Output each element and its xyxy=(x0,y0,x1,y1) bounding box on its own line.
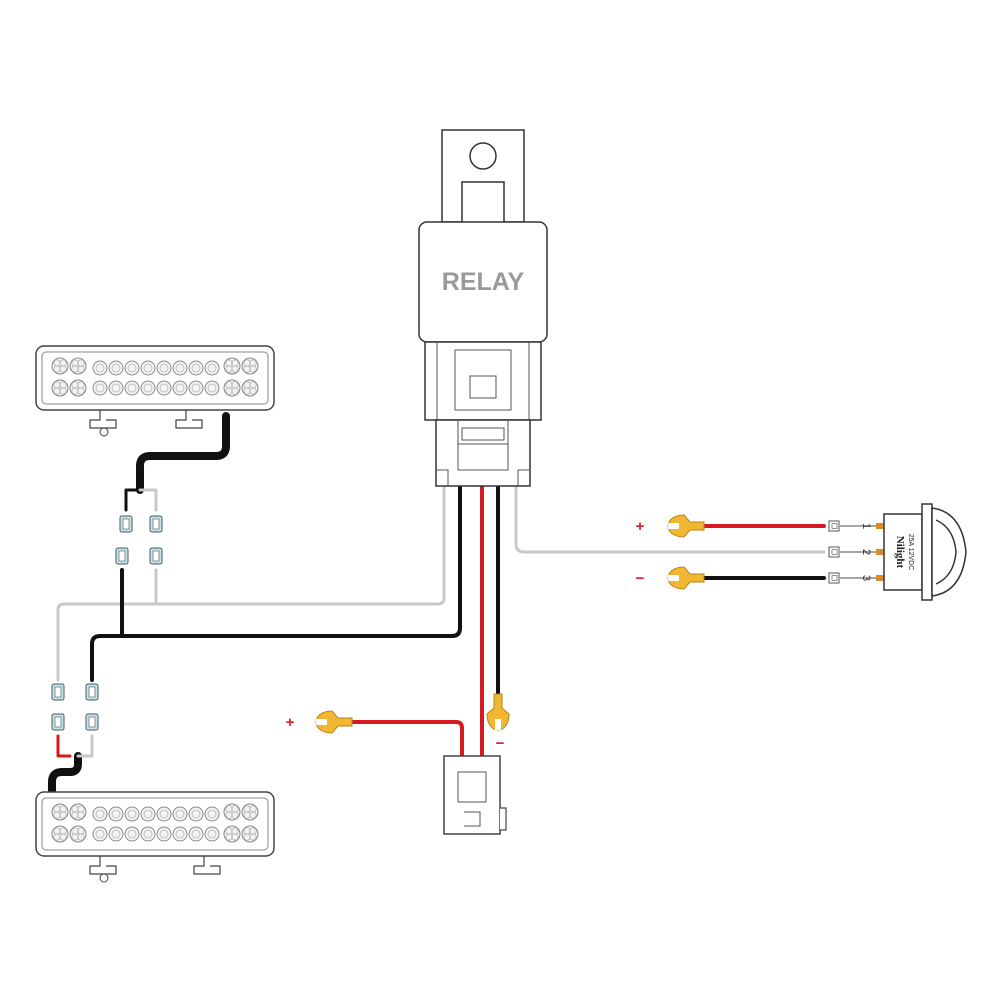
top-bar-cable xyxy=(136,412,230,494)
relay-base xyxy=(424,341,542,421)
harness-connector-black-bottom xyxy=(85,683,99,701)
relay-base-detail xyxy=(436,342,530,420)
signal-wire-to-switch xyxy=(514,482,826,554)
relay-mounting-hole xyxy=(469,142,497,170)
relay-socket-latch xyxy=(461,427,505,441)
switch-rocker xyxy=(931,507,967,597)
ground-wire-to-bars xyxy=(90,482,462,682)
signal-wire-to-bars xyxy=(56,482,446,682)
relay-socket xyxy=(435,419,531,487)
inline-fuse-holder xyxy=(443,755,507,835)
switch-negative-terminal xyxy=(667,566,705,590)
relay-label: RELAY xyxy=(442,268,525,296)
switch-pin-1-label: 1 xyxy=(860,523,872,529)
switch-positive-terminal xyxy=(667,514,705,538)
bottom-bar-split-white xyxy=(76,734,94,758)
switch-minus-sign: − xyxy=(636,570,645,587)
switch-pin-1-connector xyxy=(828,520,840,532)
led-light-bar-bottom xyxy=(35,791,275,883)
top-bar-connector-white xyxy=(149,515,163,533)
relay: RELAY xyxy=(418,129,548,487)
battery-positive-terminal xyxy=(315,710,353,734)
top-bar-split-white xyxy=(138,488,158,512)
led-light-bar-top xyxy=(35,345,275,437)
switch-pin-3-connector xyxy=(828,572,840,584)
bottom-bar-split-red xyxy=(56,734,72,758)
switch-pin-3-label: 3 xyxy=(860,575,872,581)
battery-negative-terminal xyxy=(486,693,510,731)
harness-connector-black-top xyxy=(115,547,129,565)
switch-pin-2-connector xyxy=(828,546,840,558)
harness-connector-white-top xyxy=(149,547,163,565)
wires xyxy=(48,412,826,800)
battery-positive-wire xyxy=(346,720,464,758)
bottom-bar-cable xyxy=(48,752,82,800)
bottom-bar-connector-red xyxy=(51,713,65,731)
harness-connector-white-bottom xyxy=(51,683,65,701)
relay-socket-detail xyxy=(436,420,530,486)
switch-plus-sign: + xyxy=(636,518,645,535)
switch-pin-2-label: 2 xyxy=(860,549,872,555)
bar-connectors xyxy=(51,515,163,731)
top-bar-connector-black xyxy=(119,515,133,533)
switch-brand: Nilight xyxy=(894,536,906,569)
switch-bezel xyxy=(921,503,933,601)
battery-terminals xyxy=(315,514,705,734)
battery-plus-sign: + xyxy=(286,714,295,731)
bottom-bar-connector-white xyxy=(85,713,99,731)
battery-minus-sign: − xyxy=(496,735,505,752)
rocker-switch: Nilight 25A 12VDC 1 2 3 xyxy=(828,503,967,601)
top-bar-split-black xyxy=(124,488,142,512)
switch-rating: 25A 12VDC xyxy=(907,534,914,571)
